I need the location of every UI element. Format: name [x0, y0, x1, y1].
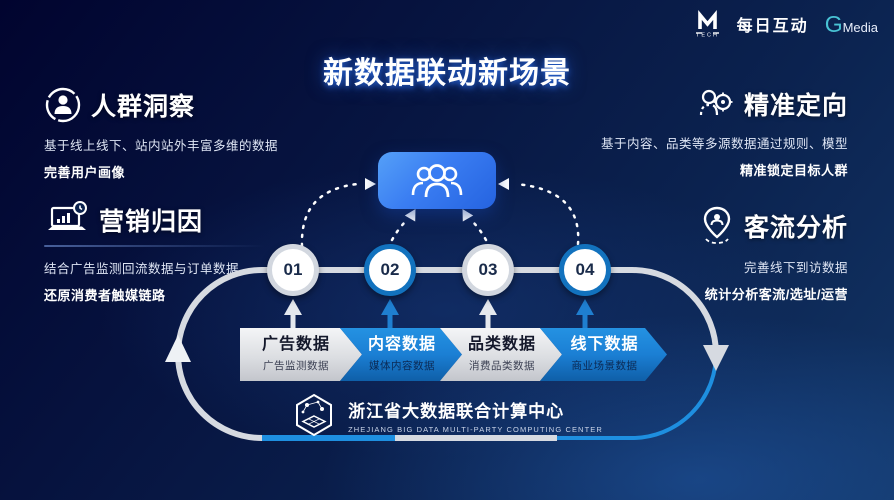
banner-subtitle: 消费品类数据 — [469, 359, 535, 372]
mr-brand-name: 每日互动 — [736, 18, 809, 35]
step-arrow-1 — [284, 299, 302, 330]
banner-title: 品类数据 — [467, 336, 536, 354]
step-circle-3: 03 — [462, 244, 514, 296]
step-arrow-4 — [576, 299, 594, 330]
loop-track-silver-top — [175, 267, 719, 355]
feature-line1: 基于内容、品类等多源数据通过规则、模型 — [600, 137, 848, 151]
step-arrow-2 — [381, 299, 399, 330]
feature-line2: 完善用户画像 — [44, 165, 126, 180]
dashed-arrowhead-icon — [365, 178, 376, 190]
central-data-hub — [378, 152, 496, 209]
dashed-arc-from-step1 — [300, 182, 360, 248]
banner-subtitle: 广告监测数据 — [263, 359, 329, 372]
mr-brand: TECH 每日互动 — [695, 10, 809, 38]
heading-glow — [44, 245, 320, 247]
hexagon-data-icon — [296, 393, 333, 437]
step-arrow-3 — [479, 299, 497, 330]
loop-track-silver-left — [175, 353, 263, 441]
banner-ad-data: 广告数据 广告监测数据 — [240, 328, 362, 381]
feature-line2: 统计分析客流/选址/运营 — [704, 287, 848, 302]
feature-footfall-analysis: 客流分析 完善线下到访数据 统计分析客流/选址/运营 — [548, 206, 848, 303]
banner-subtitle: 媒体内容数据 — [369, 359, 435, 372]
org-name-en: ZHEJIANG BIG DATA MULTI-PARTY COMPUTING … — [348, 424, 603, 434]
dashed-arrowhead-icon — [404, 208, 416, 222]
step-circle-2: 02 — [364, 244, 416, 296]
loop-arrow-up-icon — [165, 335, 191, 362]
dashed-arc-from-step4 — [514, 182, 580, 246]
dashed-arc-from-step3 — [470, 219, 488, 242]
feature-title: 人群洞察 — [91, 93, 196, 121]
feature-precise-targeting: 精准定向 基于内容、品类等多源数据通过规则、模型 精准锁定目标人群 — [548, 86, 848, 179]
step-circle-4: 04 — [559, 244, 611, 296]
banner-title: 内容数据 — [367, 336, 436, 354]
location-pin-icon — [703, 206, 731, 244]
feature-title: 精准定向 — [743, 92, 848, 120]
feature-line1: 结合广告监测回流数据与订单数据 — [44, 262, 240, 276]
feature-line1: 基于线上线下、站内站外丰富多维的数据 — [44, 139, 279, 153]
banner-title: 广告数据 — [261, 336, 330, 354]
banner-subtitle: 商业场景数据 — [571, 359, 638, 372]
people-group-icon — [411, 163, 463, 197]
mr-logo-icon: TECH — [695, 10, 719, 39]
feature-line2: 还原消费者触媒链路 — [44, 288, 166, 303]
step-circle-1: 01 — [267, 244, 319, 296]
step-number: 03 — [478, 260, 498, 279]
laptop-chart-icon — [48, 201, 87, 230]
feature-line1: 完善线下到访数据 — [743, 261, 848, 275]
step-number: 01 — [283, 260, 303, 279]
target-people-icon — [699, 89, 733, 116]
feature-title: 营销归因 — [99, 208, 204, 236]
banner-offline-data: 线下数据 商业场景数据 — [540, 328, 667, 381]
feature-audience-insight: 人群洞察 基于线上线下、站内站外丰富多维的数据 完善用户画像 — [44, 86, 320, 181]
feature-marketing-attribution: 营销归因 结合广告监测回流数据与订单数据 还原消费者触媒链路 — [44, 200, 320, 304]
dashed-arrowhead-icon — [462, 208, 474, 222]
feature-line2: 精准锁定目标人群 — [739, 163, 848, 178]
loop-track-blue-right — [557, 353, 718, 440]
loop-arrow-down-icon — [703, 345, 729, 371]
page-title: 新数据联动新场景 — [323, 57, 571, 90]
mr-tech-label: TECH — [696, 33, 719, 39]
dashed-arrowhead-icon — [498, 178, 509, 190]
person-circle-icon — [45, 87, 81, 123]
footer-org: 浙江省大数据联合计算中心 ZHEJIANG BIG DATA MULTI-PAR… — [0, 392, 894, 438]
step-number: 04 — [575, 260, 595, 279]
gmedia-media-label: Media — [842, 19, 878, 35]
org-name-cn: 浙江省大数据联合计算中心 — [348, 401, 565, 421]
step-number: 02 — [380, 260, 400, 279]
banner-title: 线下数据 — [570, 336, 639, 354]
feature-title: 客流分析 — [743, 214, 848, 242]
dashed-arc-from-step2 — [390, 219, 408, 242]
gmedia-g-glyph: G — [824, 10, 843, 37]
